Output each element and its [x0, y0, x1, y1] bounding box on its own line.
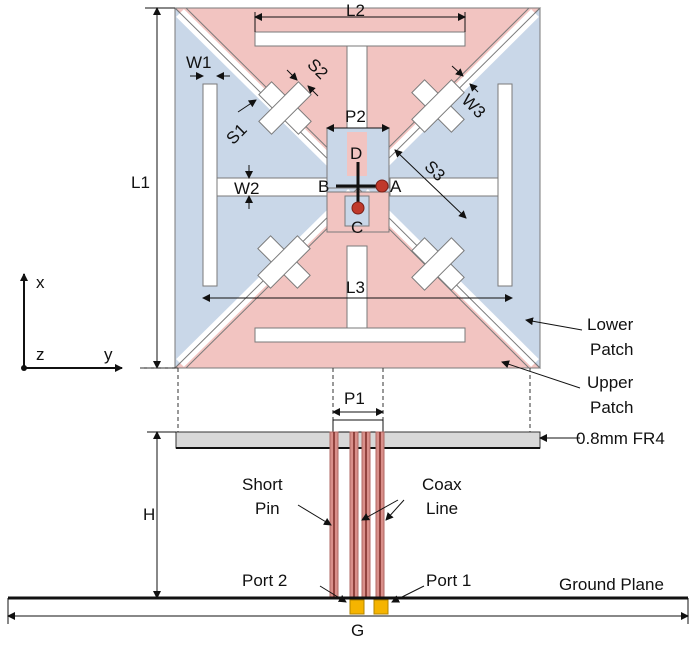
feed-point-c [351, 201, 365, 215]
dim-p1-label: P1 [344, 389, 365, 408]
coax-line-label-1: Coax [422, 475, 462, 494]
axes-icon [20, 273, 123, 372]
point-d-label: D [350, 144, 362, 163]
dim-w1-label: W1 [186, 53, 212, 72]
upper-patch-label-2: Patch [590, 398, 633, 417]
ground-plane-label: Ground Plane [559, 575, 664, 594]
lower-patch-label-2: Patch [590, 340, 633, 359]
point-a-label: A [390, 177, 402, 196]
coax-line-label-2: Line [426, 499, 458, 518]
dim-l1-label: L1 [131, 173, 150, 192]
short-pin-label-2: Pin [255, 499, 280, 518]
dim-l2-label: L2 [346, 1, 365, 20]
port2-label: Port 2 [242, 571, 287, 590]
axis-x-label: x [36, 273, 45, 292]
fr4-label: 0.8mm FR4 [576, 429, 665, 448]
upper-patch-label-1: Upper [587, 373, 634, 392]
t-slots [254, 31, 466, 343]
lower-patch-label-1: Lower [587, 315, 634, 334]
cross-slots [257, 79, 465, 291]
dim-h-label: H [143, 505, 155, 524]
axis-z-label: z [36, 345, 45, 364]
port-pad-left [349, 599, 365, 615]
short-pin-label-1: Short [242, 475, 283, 494]
port1-label: Port 1 [426, 571, 471, 590]
dim-g-label: G [351, 621, 364, 640]
dim-p2-label: P2 [345, 107, 366, 126]
port-pad-right [373, 599, 389, 615]
feed-point-a [375, 179, 389, 193]
axis-y-label: y [104, 345, 113, 364]
point-b-label: B [318, 177, 329, 196]
dim-l3-label: L3 [346, 278, 365, 297]
point-c-label: C [351, 218, 363, 237]
dim-w2-label: W2 [234, 179, 260, 198]
coax-lines [349, 431, 385, 599]
